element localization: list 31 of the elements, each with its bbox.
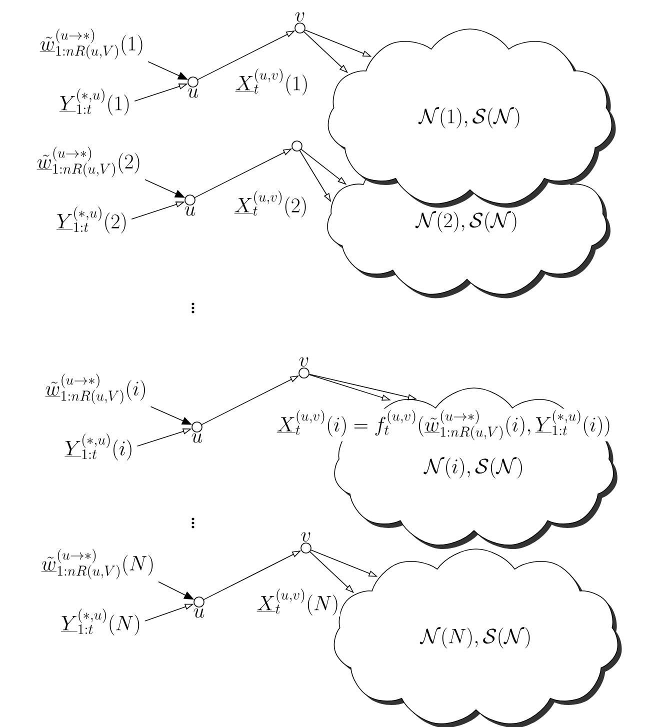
circle-node [188,76,198,88]
edge-label: $\underline{X}_t^{(u,v)}(2)$ [233,190,309,218]
node-label: $v$ [299,357,308,367]
circle-node [184,194,196,206]
node-label: $u$ [192,433,202,443]
edge-label: $\underline{X}_t^{(u,v)}(1)$ [234,68,310,96]
formula-label: $\underline{\tilde{w}}^{(u\to *)}_{1:nR(u,V)}(i)$ [45,374,145,404]
node-label: $u$ [188,88,198,98]
formula-label: $\underline{\tilde{w}}^{(u\to *)}_{1:nR(u,V)}(2)$ [36,146,140,178]
circle-node [300,542,312,554]
ellipsis: $\vdots$ [192,518,194,528]
formula-label: $\underline{Y}^{(*,u)}_{1:t}(2)$ [56,206,126,234]
node-label: $v$ [295,12,304,22]
circle-node [294,22,306,34]
formula-label: $\underline{\tilde{w}}^{(u\to *)}_{1:nR(u,V)}(N)$ [41,548,153,580]
node-label: $u$ [184,206,196,216]
circle-node [192,422,202,432]
circle-node [298,368,310,378]
edge-label: $\underline{X}_t^{(u,v)}(i) = f_t^{(u,v)}(\underline{\tilde{w}}^{(u\to *)}_{1:nR(u,V)}(i), \underline{Y}^{(*,u)}_{1:t}(i))$ [276,408,612,442]
edge-label: $\underline{X}_t^{(u,v)}(N)$ [256,588,340,616]
formula-label: $\underline{Y}^{(*,u)}_{1:t}(1)$ [59,88,129,116]
circle-node [194,596,204,608]
node-label: $u$ [194,608,204,618]
ellipsis: $\vdots$ [192,302,194,314]
cloud: $\mathcal{N}(1), \mathcal{S}(\mathcal{N})$ [328,28,616,208]
formula-label: $\underline{Y}^{(*,u)}_{1:t}(N)$ [61,608,140,636]
formula-label: $\underline{Y}^{(*,u)}_{1:t}(i)$ [64,434,132,460]
node-label: $v$ [301,532,310,542]
node-label: $\mathcal{N}(N), \mathcal{S}(\mathcal{N})$ [420,627,530,648]
circle-node [292,140,302,152]
formula-label: $\underline{\tilde{w}}^{(u\to *)}_{1:nR(u,V)}(1)$ [40,28,142,60]
